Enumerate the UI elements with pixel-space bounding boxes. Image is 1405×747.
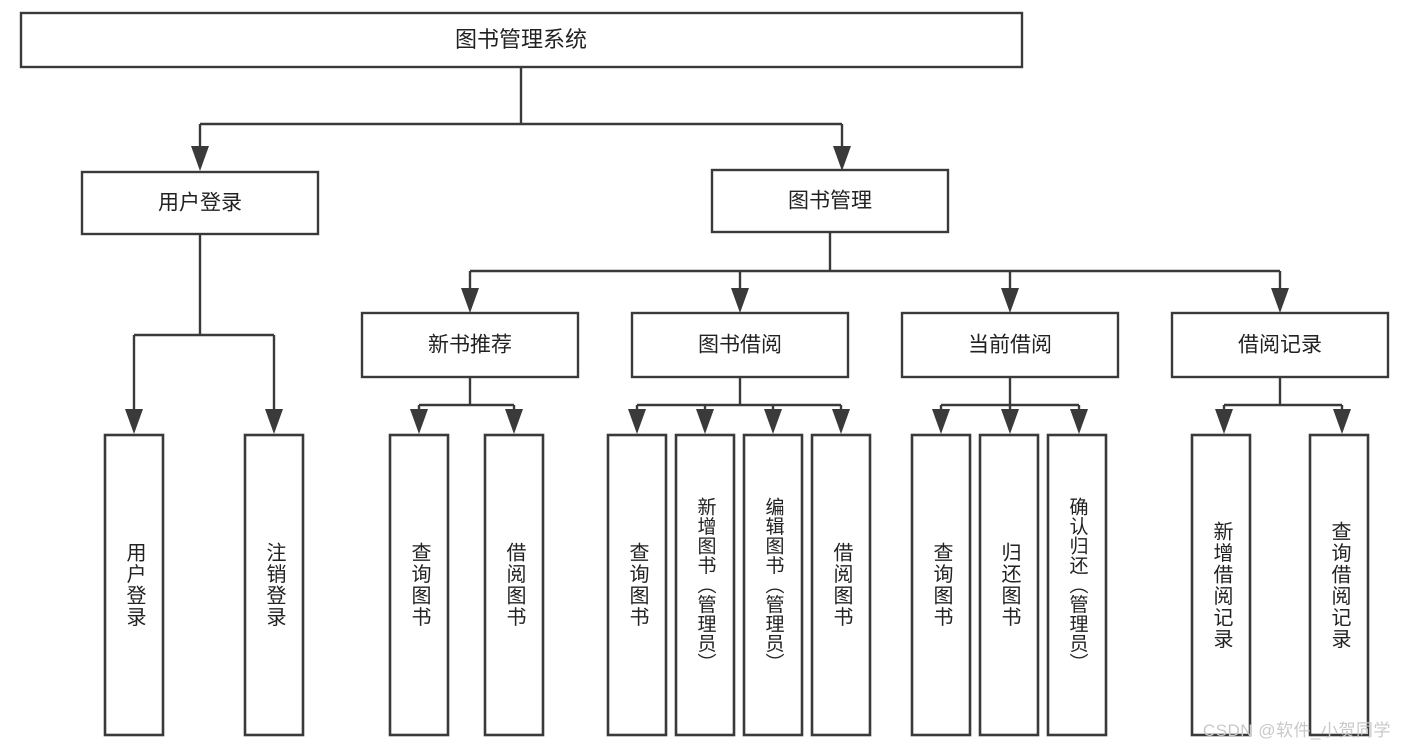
leaf-boxes: [103, 433, 1370, 737]
connector-bookborrow-to-leaves: [628, 378, 850, 434]
connector-userlogin-to-leaves: [125, 234, 283, 434]
node-root-label: 图书管理系统: [455, 27, 587, 52]
node-current-borrow-label: 当前借阅: [968, 334, 1052, 357]
node-new-book-recommend-label: 新书推荐: [428, 334, 512, 357]
connector-root-to-level2: [191, 67, 851, 171]
leaf-box-query-book-1[interactable]: [388, 433, 450, 737]
leaf-box-borrow-book-2[interactable]: [810, 433, 872, 737]
node-new-book-recommend[interactable]: 新书推荐: [360, 311, 580, 379]
leaf-box-confirm-return[interactable]: [1046, 433, 1108, 737]
leaf-box-logout[interactable]: [243, 433, 305, 737]
node-book-borrow[interactable]: 图书借阅: [630, 311, 850, 379]
node-borrow-record-label: 借阅记录: [1238, 334, 1322, 357]
watermark-text: CSDN @软件_小贺同学: [1202, 721, 1391, 740]
leaf-box-user-login[interactable]: [103, 433, 165, 737]
leaf-box-query-record[interactable]: [1308, 433, 1370, 737]
node-root[interactable]: 图书管理系统: [19, 11, 1024, 69]
connector-currentborrow-to-leaves: [932, 378, 1088, 434]
leaf-box-query-book-3[interactable]: [910, 433, 972, 737]
node-current-borrow[interactable]: 当前借阅: [900, 311, 1120, 379]
node-user-login-label: 用户登录: [158, 192, 242, 215]
connector-borrowrecord-to-leaves: [1215, 378, 1351, 434]
leaf-box-borrow-book-1[interactable]: [483, 433, 545, 737]
node-book-management[interactable]: 图书管理: [710, 168, 950, 234]
node-user-login[interactable]: 用户登录: [80, 170, 320, 236]
leaf-box-edit-book[interactable]: [742, 433, 804, 737]
connector-bookmgmt-to-level3: [461, 232, 1289, 313]
leaf-box-add-record[interactable]: [1190, 433, 1252, 737]
node-book-borrow-label: 图书借阅: [698, 334, 782, 357]
node-book-management-label: 图书管理: [788, 190, 872, 213]
leaf-box-return-book[interactable]: [978, 433, 1040, 737]
node-borrow-record[interactable]: 借阅记录: [1170, 311, 1390, 379]
leaf-box-add-book[interactable]: [674, 433, 736, 737]
connector-newbook-to-leaves: [410, 378, 523, 434]
leaf-box-query-book-2[interactable]: [606, 433, 668, 737]
